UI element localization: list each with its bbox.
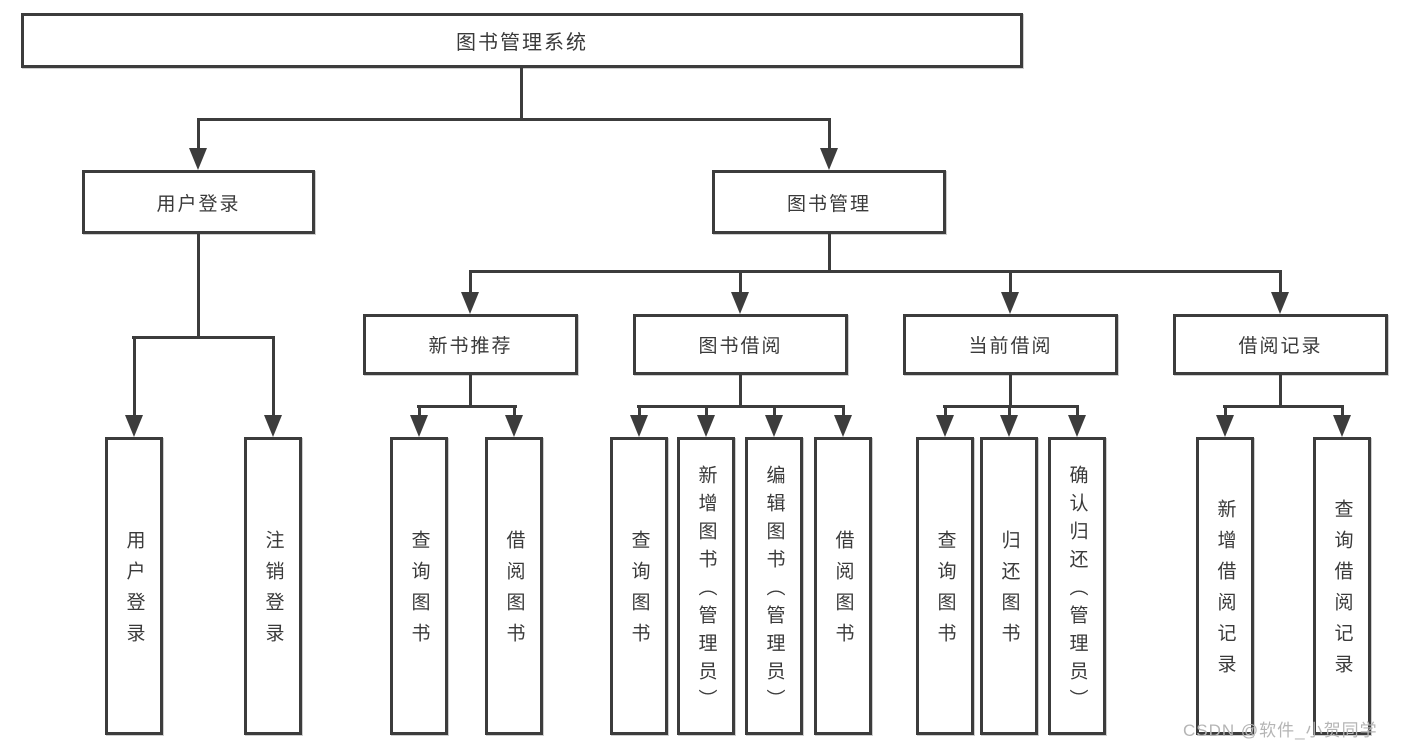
connector-user-login-split [132,336,275,339]
node-user-login: 用户登录 [82,170,315,234]
arrowhead-icon [125,415,143,437]
leaf-return-books: 归还图书 [980,437,1038,735]
connector-to-leaf-borrow-books-recommend [513,405,516,415]
leaf-query-borrow-record-label: 查询借阅记录 [1331,499,1353,685]
connector-new-book-stem [469,375,472,406]
connector-current-borrowing-split [943,405,1079,408]
node-current-borrowing-label: 当前借阅 [968,336,1053,357]
leaf-add-borrow-record-label: 新增借阅记录 [1214,499,1236,685]
connector-book-management-split [469,270,1282,273]
connector-book-management-stem [828,234,831,273]
leaf-confirm-return-admin-label: 确认归还（管理员） [1066,464,1088,717]
leaf-logout: 注销登录 [244,437,302,735]
leaf-edit-books-admin: 编辑图书（管理员） [745,437,803,735]
arrowhead-icon [1000,415,1018,437]
connector-book-borrowing-stem [739,375,742,406]
arrowhead-icon [1333,415,1351,437]
connector-to-leaf-confirm-return-admin [1076,405,1079,415]
arrowhead-icon [820,148,838,170]
leaf-borrow-books-borrowing-label: 借阅图书 [832,530,854,654]
watermark: CSDN @软件_小贺同学 [1183,721,1378,740]
connector-to-leaf-query-borrow-record [1341,405,1344,415]
connector-to-borrowing-records [1279,270,1282,292]
leaf-add-books-admin-label: 新增图书（管理员） [695,464,717,717]
leaf-confirm-return-admin: 确认归还（管理员） [1048,437,1106,735]
connector-to-leaf-edit-books-admin [773,405,776,415]
node-book-borrowing-label: 图书借阅 [698,336,783,357]
connector-to-leaf-query-books-current [944,405,947,415]
arrowhead-icon [461,292,479,314]
arrowhead-icon [1216,415,1234,437]
connector-to-leaf-query-books-borrowing [638,405,641,415]
arrowhead-icon [630,415,648,437]
node-book-management-label: 图书管理 [786,193,871,215]
connector-new-book-split [417,405,517,408]
leaf-edit-books-admin-label: 编辑图书（管理员） [763,464,785,717]
leaf-add-books-admin: 新增图书（管理员） [677,437,735,735]
leaf-query-books-current-label: 查询图书 [934,530,956,654]
connector-to-leaf-borrow-books-borrowing [842,405,845,415]
leaf-return-books-label: 归还图书 [998,530,1020,654]
connector-to-leaf-query-books-recommend [418,405,421,415]
connector-to-book-borrowing [739,270,742,292]
leaf-borrow-books-recommend-label: 借阅图书 [503,530,525,654]
node-library-system: 图书管理系统 [21,13,1023,68]
arrowhead-icon [1271,292,1289,314]
leaf-borrow-books-borrowing: 借阅图书 [814,437,872,735]
leaf-query-books-recommend-label: 查询图书 [408,530,430,654]
node-current-borrowing: 当前借阅 [903,314,1118,375]
arrowhead-icon [936,415,954,437]
node-user-login-label: 用户登录 [156,193,241,215]
connector-to-current-borrowing [1009,270,1012,292]
leaf-logout-label: 注销登录 [262,530,284,654]
arrowhead-icon [1001,292,1019,314]
node-new-book-recommendation-label: 新书推荐 [428,336,513,357]
node-book-management: 图书管理 [712,170,946,234]
connector-borrowing-records-split [1223,405,1344,408]
connector-root-to-user-login [197,118,200,148]
connector-to-leaf-return-books [1008,405,1011,415]
leaf-query-books-borrowing: 查询图书 [610,437,668,735]
connector-to-leaf-add-borrow-record [1224,405,1227,415]
arrowhead-icon [765,415,783,437]
leaf-query-books-current: 查询图书 [916,437,974,735]
arrowhead-icon [697,415,715,437]
connector-to-leaf-user-login [133,336,136,415]
connector-user-login-stem [197,234,200,336]
connector-root-stem [520,68,523,118]
arrowhead-icon [834,415,852,437]
arrowhead-icon [189,148,207,170]
arrowhead-icon [731,292,749,314]
node-book-borrowing: 图书借阅 [633,314,848,375]
leaf-query-borrow-record: 查询借阅记录 [1313,437,1371,735]
node-borrowing-records: 借阅记录 [1173,314,1388,375]
node-library-system-label: 图书管理系统 [456,32,588,54]
arrowhead-icon [410,415,428,437]
connector-root-split [197,118,831,121]
arrowhead-icon [264,415,282,437]
connector-current-borrowing-stem [1009,375,1012,406]
connector-root-to-book-management [828,118,831,148]
leaf-user-login-label: 用户登录 [123,530,145,654]
connector-borrowing-records-stem [1279,375,1282,406]
leaf-query-books-borrowing-label: 查询图书 [628,530,650,654]
arrowhead-icon [1068,415,1086,437]
leaf-add-borrow-record: 新增借阅记录 [1196,437,1254,735]
arrowhead-icon [505,415,523,437]
connector-to-leaf-add-books-admin [705,405,708,415]
leaf-query-books-recommend: 查询图书 [390,437,448,735]
leaf-borrow-books-recommend: 借阅图书 [485,437,543,735]
connector-to-new-book-recommendation [469,270,472,292]
connector-to-leaf-logout [272,336,275,415]
leaf-user-login: 用户登录 [105,437,163,735]
node-new-book-recommendation: 新书推荐 [363,314,578,375]
connector-book-borrowing-split [637,405,845,408]
node-borrowing-records-label: 借阅记录 [1238,336,1323,357]
